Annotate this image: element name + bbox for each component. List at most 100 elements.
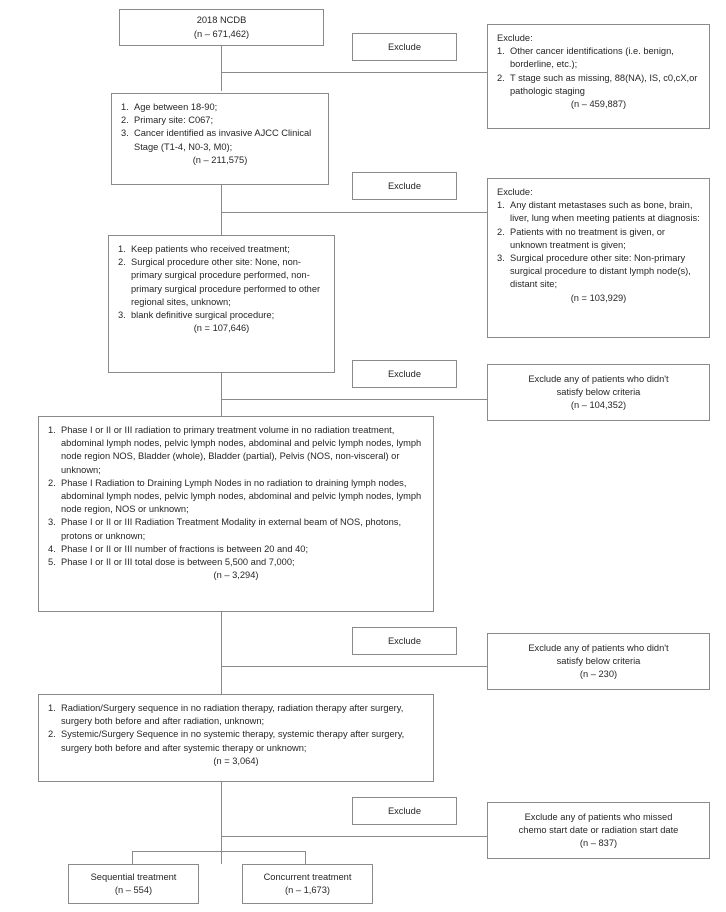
node-exclusion-2[interactable]: Exclude: 1.Any distant metastases such a… bbox=[487, 178, 710, 338]
item-number: 1. bbox=[121, 102, 129, 112]
list-item: 3.Cancer identified as invasive AJCC Cli… bbox=[121, 127, 319, 153]
list-item: 1. Other cancer identifications (i.e. ben… bbox=[497, 45, 700, 71]
inclusion4-tally: (n = 3,064) bbox=[213, 755, 259, 766]
item-text: Other cancer identifications (i.e. benig… bbox=[510, 46, 674, 70]
exclude-label-text: Exclude bbox=[387, 369, 422, 379]
item-number: 1. bbox=[48, 703, 56, 713]
list-item: 1.Any distant metastases such as bone, b… bbox=[497, 199, 700, 225]
connector-branch-exclude1 bbox=[221, 72, 488, 73]
list-item: 1. Keep patients who received treatment; bbox=[118, 243, 325, 256]
exclusion5-line-2: chemo start date or radiation start date bbox=[518, 824, 679, 835]
inclusion4-list: 1.Radiation/Surgery sequence in no radia… bbox=[48, 702, 424, 755]
exclude-label-5[interactable]: Exclude bbox=[352, 797, 457, 825]
list-item: 2. Surgical procedure other site: None, n… bbox=[118, 256, 325, 309]
outcome-concurrent-line-1: Concurrent treatment bbox=[263, 871, 352, 882]
item-number: 3. bbox=[497, 253, 505, 264]
inclusion2-list: 1.Keep patients who received treatment; … bbox=[118, 243, 325, 322]
exclude-label-text: Exclude bbox=[387, 636, 422, 646]
list-item: 3. blank definitive surgical procedure; bbox=[118, 309, 325, 322]
item-number: 3. bbox=[48, 517, 56, 528]
node-outcome-sequential[interactable]: Sequential treatment (n – 554) bbox=[68, 864, 199, 904]
exclusion1-list: 1. Other cancer identifications (i.e. ben… bbox=[497, 45, 700, 98]
item-number: 2. bbox=[118, 257, 126, 268]
item-text: Phase I or II or III number of fractions… bbox=[61, 543, 309, 554]
item-text: Keep patients who received treatment; bbox=[131, 244, 290, 254]
connector-branch-exclude3 bbox=[221, 399, 488, 400]
item-text: Surgical procedure other site: None, non… bbox=[131, 257, 321, 307]
item-text: Age between 18-90; bbox=[134, 102, 218, 112]
node-inclusion-criteria-3[interactable]: 1. Phase I or II or III radiation to prim… bbox=[38, 416, 434, 612]
connector-split-left bbox=[132, 851, 133, 865]
item-number: 2. bbox=[121, 115, 129, 126]
item-number: 5. bbox=[48, 557, 56, 568]
connector-split-right bbox=[305, 851, 306, 865]
connector-start-to-inclusion1 bbox=[221, 46, 222, 91]
exclude-label-3[interactable]: Exclude bbox=[352, 360, 457, 388]
list-item: 3. Surgical procedure other site: Non-pri… bbox=[497, 252, 700, 292]
exclusion2-heading: Exclude: bbox=[497, 187, 533, 197]
item-text: Phase I or II or III radiation to primar… bbox=[61, 425, 422, 475]
item-text: T stage such as missing, 88(NA), IS, c0,… bbox=[510, 72, 698, 96]
item-text: Phase I or II or III Radiation Treatment… bbox=[61, 517, 402, 541]
exclusion2-tally: (n = 103,929) bbox=[570, 292, 627, 303]
exclusion1-tally: (n – 459,887) bbox=[570, 99, 627, 110]
exclude-label-1[interactable]: Exclude bbox=[352, 33, 457, 61]
node-outcome-concurrent[interactable]: Concurrent treatment (n – 1,673) bbox=[242, 864, 373, 904]
list-item: 1.Radiation/Surgery sequence in no radia… bbox=[48, 702, 424, 728]
connector-branch-exclude5 bbox=[221, 836, 488, 837]
exclusion1-heading: Exclude: bbox=[497, 33, 533, 43]
cohort-start-line-2: (n – 671,462) bbox=[193, 28, 250, 39]
node-cohort-start[interactable]: 2018 NCDB (n – 671,462) bbox=[119, 9, 324, 46]
exclusion5-line-3: (n – 837) bbox=[579, 838, 618, 849]
list-item: 2.Phase I Radiation to Draining Lymph No… bbox=[48, 477, 424, 517]
exclusion4-line-1: Exclude any of patients who didn't bbox=[528, 642, 669, 653]
item-text: Phase I or II or III total dose is betwe… bbox=[61, 557, 295, 568]
exclude-label-2[interactable]: Exclude bbox=[352, 172, 457, 200]
list-item: 1. Age between 18-90; bbox=[121, 101, 319, 114]
exclusion4-line-3: (n – 230) bbox=[579, 669, 618, 680]
item-text: Primary site: C067; bbox=[134, 115, 214, 126]
item-text: Systemic/Surgery Sequence in no systemic… bbox=[61, 729, 405, 753]
node-exclusion-4[interactable]: Exclude any of patients who didn't satis… bbox=[487, 633, 710, 690]
node-exclusion-3[interactable]: Exclude any of patients who didn't satis… bbox=[487, 364, 710, 421]
node-inclusion-criteria-2[interactable]: 1.Keep patients who received treatment; … bbox=[108, 235, 335, 373]
connector-branch-exclude4 bbox=[221, 666, 488, 667]
exclusion3-line-3: (n – 104,352) bbox=[570, 400, 627, 411]
inclusion2-tally: (n = 107,646) bbox=[193, 323, 250, 334]
inclusion1-tally: (n – 211,575) bbox=[192, 154, 248, 165]
node-exclusion-1[interactable]: Exclude: 1. Other cancer identifications … bbox=[487, 24, 710, 129]
node-inclusion-criteria-1[interactable]: 1. Age between 18-90; 2. Primary site: C06… bbox=[111, 93, 329, 185]
item-number: 1. bbox=[497, 46, 505, 57]
inclusion1-list: 1. Age between 18-90; 2. Primary site: C06… bbox=[121, 101, 319, 154]
connector-split-horizontal bbox=[132, 851, 306, 852]
exclusion2-list: 1.Any distant metastases such as bone, b… bbox=[497, 199, 700, 291]
node-exclusion-5[interactable]: Exclude any of patients who missed chemo… bbox=[487, 802, 710, 859]
exclusion5-line-1: Exclude any of patients who missed bbox=[524, 811, 673, 822]
item-number: 3. bbox=[121, 128, 129, 139]
connector-inclusion1-to-inclusion2 bbox=[221, 185, 222, 235]
list-item: 2.Systemic/Surgery Sequence in no system… bbox=[48, 728, 424, 754]
connector-inclusion3-to-inclusion4 bbox=[221, 612, 222, 694]
outcome-concurrent-line-2: (n – 1,673) bbox=[285, 885, 330, 895]
item-text: blank definitive surgical procedure; bbox=[131, 310, 275, 321]
item-number: 1. bbox=[497, 200, 505, 211]
item-number: 2. bbox=[497, 226, 505, 237]
outcome-sequential-line-1: Sequential treatment bbox=[90, 871, 177, 882]
item-text: Surgical procedure other site: Non-prima… bbox=[510, 253, 691, 290]
exclude-label-text: Exclude bbox=[387, 806, 422, 816]
list-item: 2. Primary site: C067; bbox=[121, 114, 319, 127]
exclusion3-line-1: Exclude any of patients who didn't bbox=[528, 373, 669, 384]
exclude-label-text: Exclude bbox=[387, 181, 422, 191]
item-number: 2. bbox=[48, 477, 56, 488]
list-item: 4.Phase I or II or III number of fractio… bbox=[48, 543, 424, 556]
list-item: 3. Phase I or II or III Radiation Treatme… bbox=[48, 516, 424, 542]
inclusion3-tally: (n – 3,294) bbox=[213, 570, 259, 581]
item-number: 1. bbox=[48, 425, 56, 435]
node-inclusion-criteria-4[interactable]: 1.Radiation/Surgery sequence in no radia… bbox=[38, 694, 434, 782]
exclude-label-4[interactable]: Exclude bbox=[352, 627, 457, 655]
exclude-label-text: Exclude bbox=[387, 42, 422, 52]
item-number: 3. bbox=[118, 310, 126, 321]
connector-branch-exclude2 bbox=[221, 212, 488, 213]
item-number: 1. bbox=[118, 244, 126, 254]
